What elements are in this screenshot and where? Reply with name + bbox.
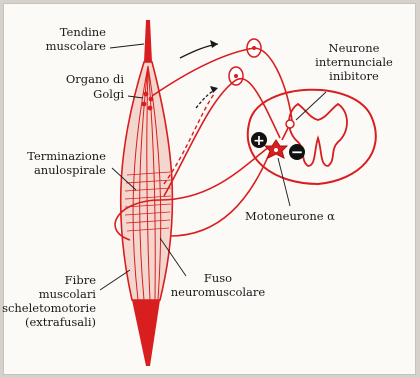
inhibitory-symbol: − xyxy=(289,143,305,161)
tendon-top xyxy=(144,20,152,62)
label-terminazione-1: Terminazione xyxy=(27,149,106,163)
label-golgi-1: Organo di xyxy=(66,72,124,86)
label-neurone-3: inibitore xyxy=(329,69,379,83)
label-fibre-2: muscolari xyxy=(39,287,97,301)
label-terminazione-2: anulospirale xyxy=(34,163,106,177)
label-tendine-1: Tendine xyxy=(60,25,106,39)
label-neurone-1: Neurone xyxy=(329,41,380,55)
label-fuso-2: neuromuscolare xyxy=(171,285,266,299)
svg-text:−: − xyxy=(291,143,304,161)
spinal-cord-outline xyxy=(248,90,376,184)
label-fibre-4: (extrafusali) xyxy=(25,315,96,329)
tendon-bottom xyxy=(132,300,160,366)
labels: Tendine muscolare Organo di Golgi Termin… xyxy=(2,25,393,329)
interneuron-cell xyxy=(286,120,294,128)
svg-text:+: + xyxy=(253,133,265,149)
label-neurone-2: internunciale xyxy=(315,55,393,69)
golgi-afferent xyxy=(152,48,292,120)
label-fibre-1: Fibre xyxy=(65,273,97,287)
label-fuso-1: Fuso xyxy=(204,271,232,285)
label-golgi-2: Golgi xyxy=(93,87,124,101)
excitatory-symbol: + xyxy=(251,132,267,149)
label-tendine-2: muscolare xyxy=(46,39,107,53)
label-motoneurone: Motoneurone α xyxy=(245,209,335,223)
motor-efferent-2 xyxy=(170,152,270,236)
label-fibre-3: scheletomotorie xyxy=(2,301,96,315)
motoneuron-cell xyxy=(265,140,287,158)
muscle xyxy=(121,20,173,366)
